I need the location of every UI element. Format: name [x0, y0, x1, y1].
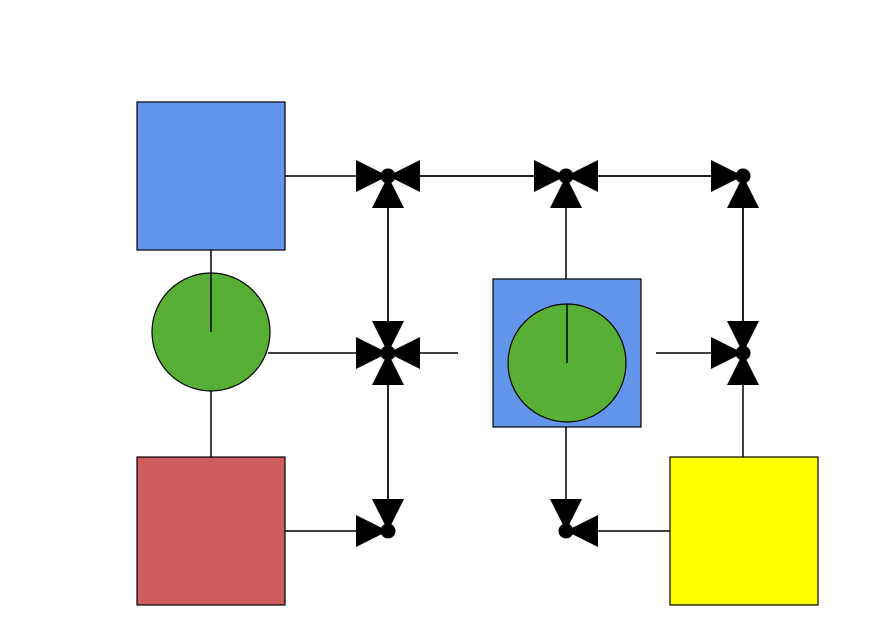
yellow-square-bottom-right[interactable]: [669, 456, 819, 606]
junction-j8[interactable]: [558, 523, 574, 539]
arrowhead-j2-to-j3: [711, 160, 743, 192]
arrowhead-j4-to-j7: [372, 499, 404, 531]
arrowhead-j3-to-j2: [566, 160, 598, 192]
blue-square-top-left[interactable]: [136, 101, 286, 251]
arrowhead-blue-square-center-to-j4: [388, 337, 420, 369]
arrowhead-j4-to-j1: [372, 176, 404, 208]
arrowhead-green-circle-left-to-j4: [356, 337, 388, 369]
junction-j3[interactable]: [735, 168, 751, 184]
arrowhead-blue-square-center-to-j6: [711, 337, 743, 369]
arrowhead-yellow-square-bottom-right-to-j8: [566, 515, 598, 547]
junction-j1[interactable]: [380, 168, 396, 184]
arrowhead-blue-square-center-to-j2: [550, 176, 582, 208]
arrowheads-layer: [356, 160, 759, 547]
junction-j6[interactable]: [735, 345, 751, 361]
connectors-layer: [210, 175, 744, 532]
junction-j2[interactable]: [558, 168, 574, 184]
red-square-bottom-left[interactable]: [136, 456, 286, 606]
arrowhead-j7-to-j4: [372, 353, 404, 385]
junctions-layer: [380, 168, 751, 539]
arrowhead-j1-to-j2: [534, 160, 566, 192]
arrowhead-blue-square-center-to-j8: [550, 499, 582, 531]
nodes-layer: [136, 101, 819, 606]
arrowhead-blue-square-top-left-to-j1: [356, 160, 388, 192]
arrowhead-red-square-bottom-left-to-j7: [356, 515, 388, 547]
arrowhead-j2-to-j1: [388, 160, 420, 192]
junction-j4[interactable]: [380, 345, 396, 361]
arrowhead-j6-to-j3: [727, 176, 759, 208]
arrowhead-yellow-square-bottom-right-to-j6: [727, 353, 759, 385]
junction-j7[interactable]: [380, 523, 396, 539]
arrowhead-j1-to-j4: [372, 321, 404, 353]
arrowhead-j3-to-j6: [727, 321, 759, 353]
